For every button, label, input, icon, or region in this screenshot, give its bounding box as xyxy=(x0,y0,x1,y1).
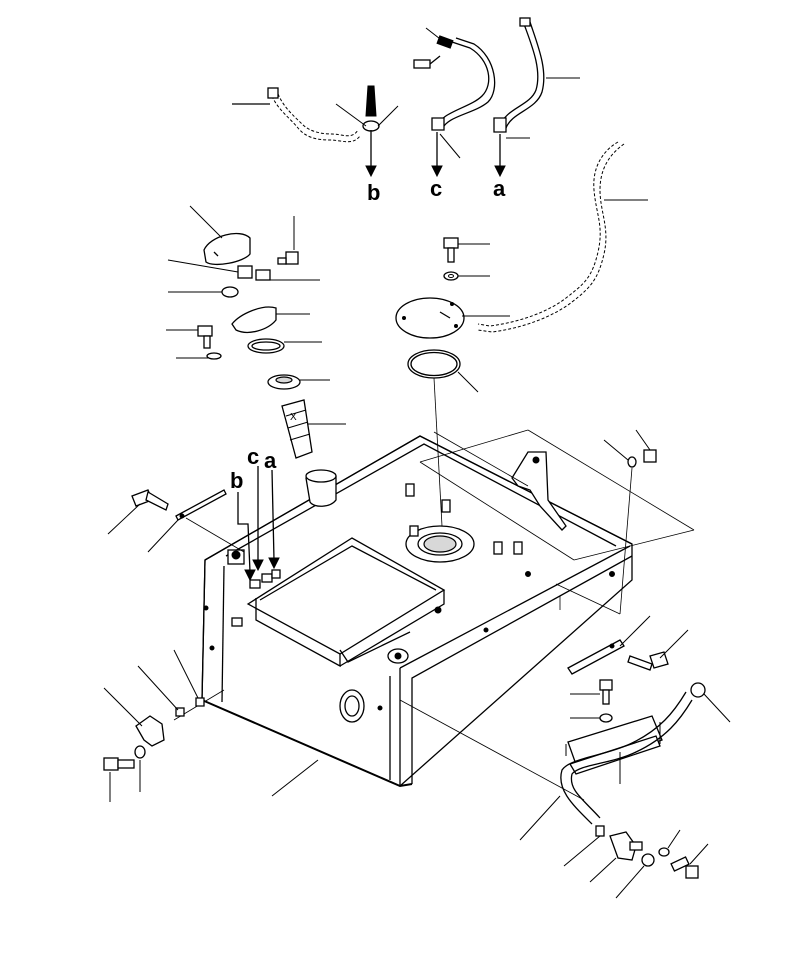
hose-c xyxy=(413,27,496,178)
washer-right-mid xyxy=(570,713,613,723)
washer-lower-left xyxy=(134,745,146,792)
filler-adaptor xyxy=(231,306,310,334)
spring-lower-left xyxy=(173,649,205,707)
washer-right-top xyxy=(603,439,637,468)
hose-right-long xyxy=(477,141,648,333)
cover-bolt xyxy=(443,237,490,263)
drain-washer xyxy=(615,853,655,899)
strap-left xyxy=(147,489,227,553)
clamp-lower-left xyxy=(103,687,165,747)
drain-bolt xyxy=(670,843,709,879)
fitting-b xyxy=(335,85,399,178)
wing-bolt-left xyxy=(107,489,169,535)
small-nut-left xyxy=(168,286,239,298)
label-c-top: c xyxy=(430,176,442,201)
phantom-lines xyxy=(173,377,695,801)
strap-right xyxy=(567,615,651,675)
cover-washer xyxy=(443,271,490,281)
cap-hinge xyxy=(255,269,320,281)
label-b-tank: b xyxy=(230,468,243,493)
drain-ring xyxy=(658,829,681,857)
bolt-right-mid xyxy=(570,679,613,705)
filler-cap xyxy=(189,205,251,266)
gasket xyxy=(407,349,479,393)
label-a-tank: a xyxy=(264,448,277,473)
nut-right-top xyxy=(635,429,657,463)
label-a-top: a xyxy=(493,176,506,201)
wing-bolt-right xyxy=(627,629,689,671)
fuel-tank-body xyxy=(201,435,633,797)
hose-left-top xyxy=(232,87,361,143)
label-b-top: b xyxy=(367,180,380,205)
left-bolt xyxy=(166,325,213,349)
drain-valve xyxy=(589,831,643,883)
bolt-lower-left xyxy=(103,757,135,802)
hose-a xyxy=(493,17,580,178)
cap-nut xyxy=(167,259,253,279)
strainer-basket: X xyxy=(281,399,346,459)
svg-text:X: X xyxy=(290,412,297,423)
cover-plate xyxy=(395,297,510,339)
seal-ring xyxy=(247,338,322,354)
cap-bolt-right xyxy=(277,216,299,265)
screw-lower-left xyxy=(137,665,185,717)
left-washer xyxy=(176,352,222,360)
drain-hose xyxy=(519,691,693,841)
tank-connection-arrows xyxy=(237,466,280,582)
cap-nut-right xyxy=(690,682,731,723)
label-c-tank: c xyxy=(247,444,259,469)
drain-clamp xyxy=(563,825,605,867)
strainer-top xyxy=(267,374,330,390)
